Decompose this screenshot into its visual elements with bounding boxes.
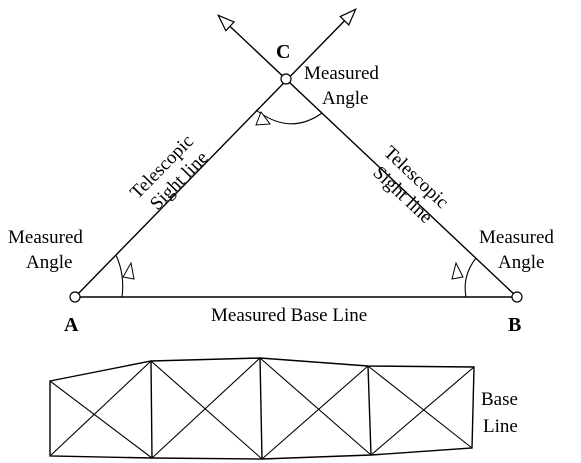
network-diagonal — [49, 380, 153, 459]
measured-angle-a-line2: Angle — [26, 252, 72, 273]
measured-angle-b-line1: Measured — [479, 227, 554, 248]
point-b-label: B — [508, 314, 521, 336]
triangulation-network — [49, 357, 475, 460]
network-diagonal — [370, 366, 475, 456]
measured-angle-a-line1: Measured — [8, 227, 83, 248]
angle-arc-b — [464, 257, 477, 298]
network-diagonal — [367, 365, 473, 449]
measured-angle-c-line1: Measured — [304, 63, 379, 84]
network-diagonal — [259, 357, 372, 456]
sight-line-from-b — [217, 14, 518, 298]
network-strut-2 — [259, 357, 263, 460]
point-c-label: C — [276, 41, 290, 63]
network-diagonal — [49, 360, 152, 457]
network-strut-3 — [367, 365, 372, 456]
angle-arrow-c — [255, 110, 271, 126]
station-c-marker — [280, 73, 292, 85]
network-diagonal — [151, 357, 261, 459]
angle-arrow-b — [451, 261, 464, 280]
network-base-label-line2: Line — [483, 416, 518, 437]
network-base-label-line1: Base — [481, 389, 518, 410]
measured-angle-c-line2: Angle — [322, 88, 368, 109]
point-a-label: A — [64, 314, 79, 336]
station-b-marker — [511, 291, 523, 303]
angle-arc-a — [115, 254, 124, 298]
measured-angle-b-line2: Angle — [498, 252, 544, 273]
station-a-marker — [69, 291, 81, 303]
sight-line-from-a — [74, 8, 357, 298]
angle-arrow-a — [122, 261, 135, 280]
network-diagonal — [150, 360, 263, 460]
measured-base-line-label: Measured Base Line — [211, 305, 367, 326]
network-strut-1 — [150, 360, 153, 459]
network-diagonal — [261, 365, 369, 460]
